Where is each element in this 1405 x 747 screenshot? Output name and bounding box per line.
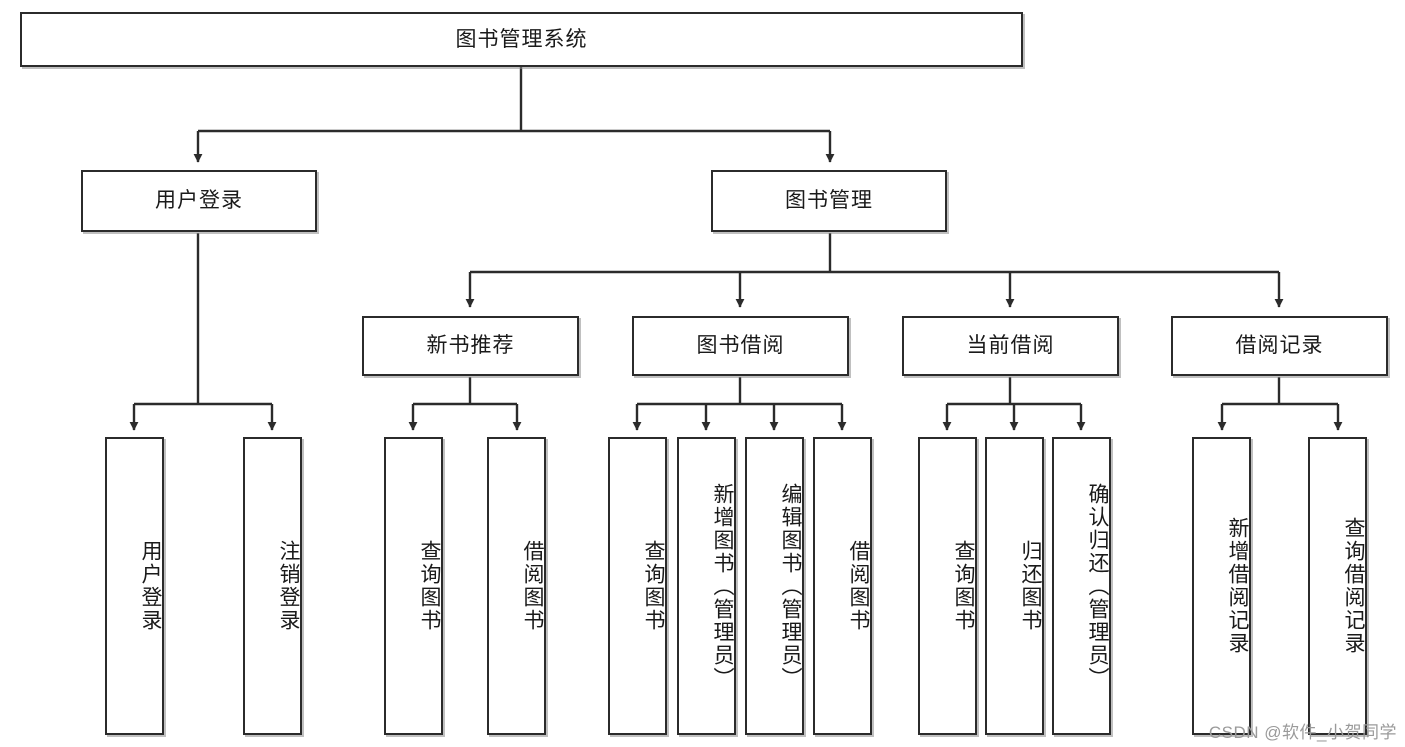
csdn-watermark: CSDN @软件_小贺同学	[1208, 723, 1397, 742]
node-book-borrow[interactable]: 图书借阅	[632, 316, 849, 376]
node-label: 图书借阅	[696, 334, 785, 358]
leaf-book-borrow-query-book[interactable]: 查询图书	[608, 437, 667, 735]
node-label: 借阅图书	[847, 540, 870, 632]
node-label: 注销登录	[277, 540, 300, 632]
node-label: 新增借阅记录	[1226, 517, 1249, 655]
node-new-book-recommend[interactable]: 新书推荐	[362, 316, 579, 376]
node-label: 查询图书	[952, 540, 975, 632]
node-label: 确认归还（管理员）	[1086, 482, 1109, 690]
leaf-new-book-borrow-book[interactable]: 借阅图书	[487, 437, 546, 735]
node-label: 查询图书	[418, 540, 441, 632]
node-label: 查询图书	[642, 540, 665, 632]
node-label: 当前借阅	[966, 334, 1055, 358]
node-label: 查询借阅记录	[1342, 517, 1365, 655]
leaf-book-borrow-edit-book-admin[interactable]: 编辑图书（管理员）	[745, 437, 804, 735]
node-label: 新增图书（管理员）	[711, 482, 734, 690]
leaf-current-borrow-confirm-return-admin[interactable]: 确认归还（管理员）	[1052, 437, 1111, 735]
node-label: 新书推荐	[426, 334, 515, 358]
leaf-new-book-query-book[interactable]: 查询图书	[384, 437, 443, 735]
node-book-management[interactable]: 图书管理	[711, 170, 947, 232]
leaf-user-login-login[interactable]: 用户登录	[105, 437, 164, 735]
node-label: 图书管理系统	[455, 27, 588, 51]
leaf-user-login-logout[interactable]: 注销登录	[243, 437, 302, 735]
node-label: 用户登录	[139, 540, 162, 632]
node-label: 编辑图书（管理员）	[779, 482, 802, 690]
node-root-book-management-system[interactable]: 图书管理系统	[20, 12, 1023, 67]
leaf-borrow-record-query-record[interactable]: 查询借阅记录	[1308, 437, 1367, 735]
node-borrow-record[interactable]: 借阅记录	[1171, 316, 1388, 376]
node-label: 图书管理	[785, 189, 873, 213]
leaf-borrow-record-add-record[interactable]: 新增借阅记录	[1192, 437, 1251, 735]
leaf-book-borrow-add-book-admin[interactable]: 新增图书（管理员）	[677, 437, 736, 735]
leaf-current-borrow-query-book[interactable]: 查询图书	[918, 437, 977, 735]
node-label: 借阅图书	[521, 540, 544, 632]
node-label: 借阅记录	[1235, 334, 1324, 358]
node-label: 归还图书	[1019, 540, 1042, 632]
leaf-current-borrow-return-book[interactable]: 归还图书	[985, 437, 1044, 735]
leaf-book-borrow-borrow-book[interactable]: 借阅图书	[813, 437, 872, 735]
node-label: 用户登录	[155, 189, 243, 213]
node-current-borrow[interactable]: 当前借阅	[902, 316, 1119, 376]
node-user-login[interactable]: 用户登录	[81, 170, 317, 232]
